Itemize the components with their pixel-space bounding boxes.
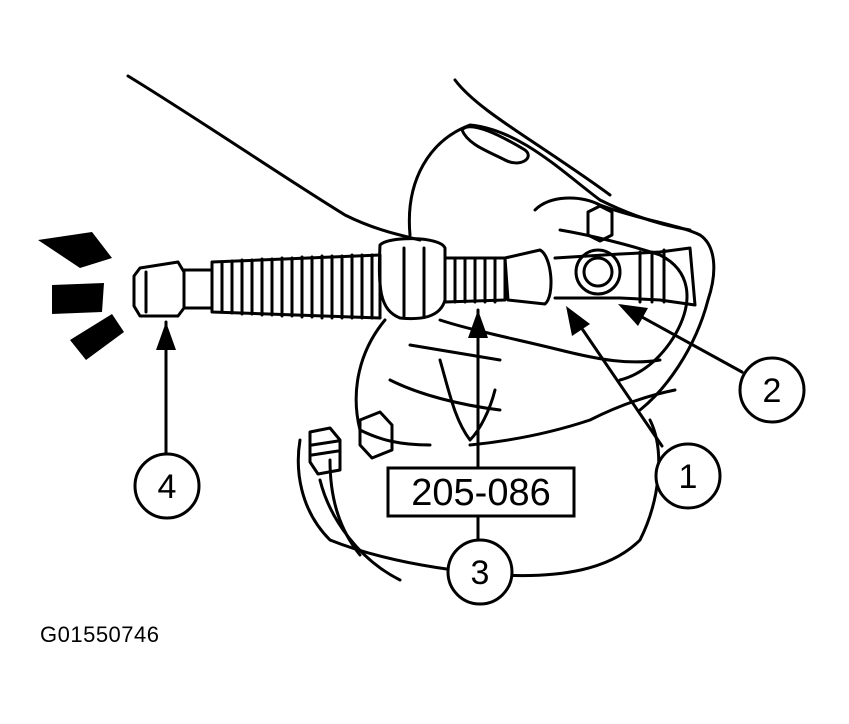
rotation-direction-marks [38,232,124,360]
ball-joint-ring-inner [582,256,614,288]
callout-3-label: 3 [471,554,490,592]
callout-3-circle [446,538,514,606]
housing-rib-1 [438,318,662,364]
tool-number: 205-086 [411,472,550,514]
ball-joint-ring [574,248,622,296]
ball-stud-shaft [553,246,697,307]
arrowhead-2 [618,304,648,326]
stud-thread [310,439,340,457]
callout-1-circle [654,442,722,510]
tie-rod-threads [638,248,666,304]
housing-lower-line-2 [318,478,402,582]
puller-yoke [377,237,447,321]
rotation-mark-bottom [70,314,124,360]
arrowhead-1 [566,306,590,336]
forcing-screw [210,253,507,320]
callout-4-label: 4 [158,468,177,506]
fingertip-outline [453,78,612,197]
leader-1 [570,312,664,448]
top-stud [586,204,614,243]
housing-pocket [438,358,497,442]
callout-4-circle [133,452,201,520]
hex-drive-end [132,260,186,318]
arrowhead-4 [156,322,176,350]
fingernail [460,125,530,165]
arm-bracket-inner [558,228,689,382]
callout-1-label: 1 [679,458,698,496]
puller-collar [503,248,553,306]
rotation-mark-top [38,232,112,268]
tool-number-box [386,466,576,518]
pinch-bolt-head [358,410,394,460]
callout-2-circle [738,356,806,424]
housing-rib-3 [388,378,502,412]
hex-drive-shank [182,268,214,310]
rotation-mark-middle [52,283,104,314]
callout-2-label: 2 [763,372,782,410]
hand-outline [126,74,422,242]
puller-yoke-inner [402,246,426,318]
figure-id: G01550746 [40,622,160,647]
housing-rib-2 [408,343,502,362]
stud [308,426,342,476]
arm-bracket [533,196,716,412]
arrowhead-3 [468,310,488,338]
